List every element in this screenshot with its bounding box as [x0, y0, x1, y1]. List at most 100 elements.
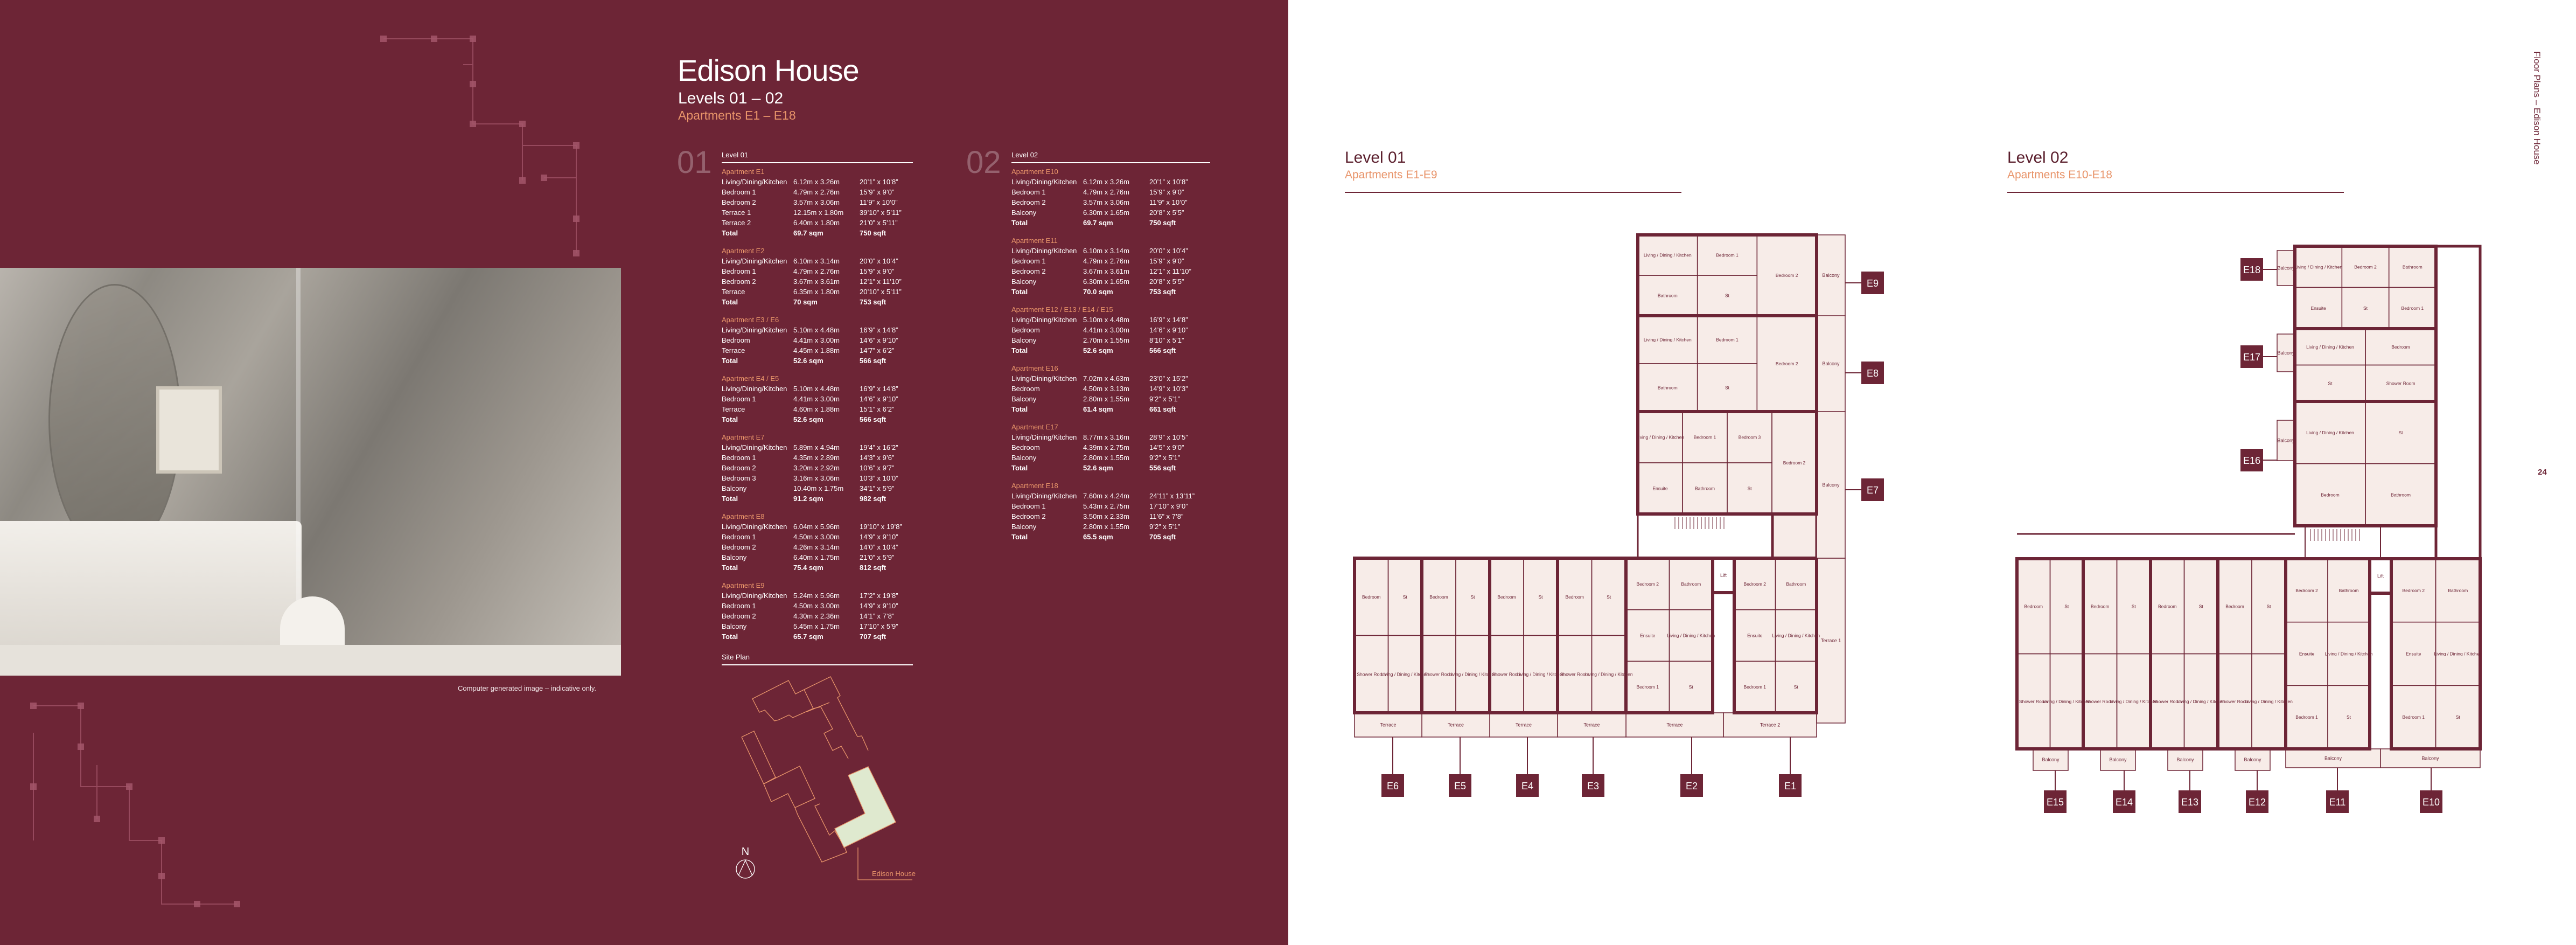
room-label: St — [2266, 603, 2271, 609]
apartment-name: Apartment E16 — [1011, 364, 1058, 372]
outdoor-label: Balcony — [2042, 757, 2060, 762]
room-name: Bedroom 2 — [722, 277, 756, 286]
site-building-outline — [763, 783, 795, 808]
outdoor-space — [1816, 315, 1846, 412]
metric-size: 61.4 sqm — [1083, 405, 1113, 413]
imperial-size: 14’6” x 9’10” — [860, 395, 898, 403]
room — [1669, 661, 1713, 713]
room-label: Shower Room — [1560, 671, 1589, 677]
outdoor-space — [2235, 748, 2271, 771]
imperial-size: 753 sqft — [1149, 288, 1176, 296]
imperial-size: 707 sqft — [860, 633, 886, 641]
room-name: Terrace — [722, 405, 745, 413]
room — [2327, 685, 2370, 749]
imperial-size: 16’9” x 14’8” — [1149, 316, 1188, 324]
metric-size: 4.50m x 3.00m — [793, 533, 840, 541]
room-name: Bedroom 2 — [722, 543, 756, 551]
room-name: Living/Dining/Kitchen — [1011, 178, 1077, 186]
metric-size: 4.50m x 3.13m — [1083, 385, 1129, 393]
apartment-name: Apartment E8 — [722, 512, 765, 520]
room — [2116, 653, 2151, 749]
room-name: Bedroom — [1011, 385, 1040, 393]
metric-size: 91.2 sqm — [793, 495, 823, 503]
imperial-size: 39’10” x 5’11” — [860, 209, 902, 217]
room-label: Bedroom 1 — [2402, 305, 2424, 311]
metric-size: 65.5 sqm — [1083, 533, 1113, 541]
outdoor-label: Balcony — [2421, 756, 2439, 761]
room-label: St — [2328, 380, 2333, 386]
metric-size: 4.26m x 3.14m — [793, 543, 840, 551]
room-label: St — [2456, 714, 2461, 720]
room-label: Bedroom 2 — [1776, 273, 1798, 278]
room-label: Bedroom 2 — [1636, 581, 1659, 587]
imperial-size: 14’9” x 9’10” — [860, 602, 898, 610]
outdoor-space — [1816, 234, 1846, 316]
imperial-size: 556 sqft — [1149, 464, 1176, 472]
room-name: Balcony — [722, 622, 747, 630]
outdoor-label: Balcony — [2324, 756, 2342, 761]
imperial-size: 14’6” x 9’10” — [860, 336, 898, 344]
room-label: Living / Dining / Kitchen — [2434, 651, 2482, 657]
unit-label-box — [2240, 258, 2263, 281]
room-name: Living/Dining/Kitchen — [722, 178, 787, 186]
decorative-ornament — [30, 36, 580, 907]
room-label: Bedroom — [1497, 594, 1516, 600]
room — [2251, 653, 2286, 749]
unit-label: E9 — [1867, 278, 1879, 289]
room-label: Bedroom — [1566, 594, 1584, 600]
metric-size: 69.7 sqm — [1083, 219, 1113, 227]
imperial-size: 15’9” x 9’0” — [860, 188, 895, 196]
room-label: Bedroom 2 — [2295, 588, 2318, 593]
room-name: Living/Dining/Kitchen — [1011, 374, 1077, 383]
imperial-size: 14’7” x 6’2” — [860, 346, 895, 355]
room-label: Shower Room — [2085, 699, 2114, 704]
room-label: Bedroom — [2321, 492, 2340, 497]
imperial-size: 661 sqft — [1149, 405, 1176, 413]
imperial-size: 750 sqft — [860, 229, 886, 237]
room-name: Living/Dining/Kitchen — [722, 257, 787, 265]
metric-size: 3.57m x 3.06m — [793, 198, 840, 206]
apartments-subtitle: Apartments E1 – E18 — [678, 108, 796, 122]
room-label: Living / Dining / Kitchen — [2110, 699, 2158, 704]
room-label: Shower Room — [2019, 699, 2048, 704]
room-name: Bedroom 1 — [1011, 188, 1046, 196]
unit-label: E12 — [2249, 797, 2266, 808]
imperial-size: 21’0” x 5’9” — [860, 553, 895, 561]
room-label: St — [1689, 684, 1694, 690]
imperial-size: 20’1” x 10’8” — [860, 178, 898, 186]
metric-size: 12.15m x 1.80m — [793, 209, 844, 217]
room-label: Living / Dining / Kitchen — [2306, 344, 2354, 350]
plan-structure — [2305, 525, 2381, 559]
room — [2049, 653, 2084, 749]
metric-size: 4.39m x 2.75m — [1083, 443, 1129, 451]
apartment-name: Apartment E17 — [1011, 423, 1058, 431]
